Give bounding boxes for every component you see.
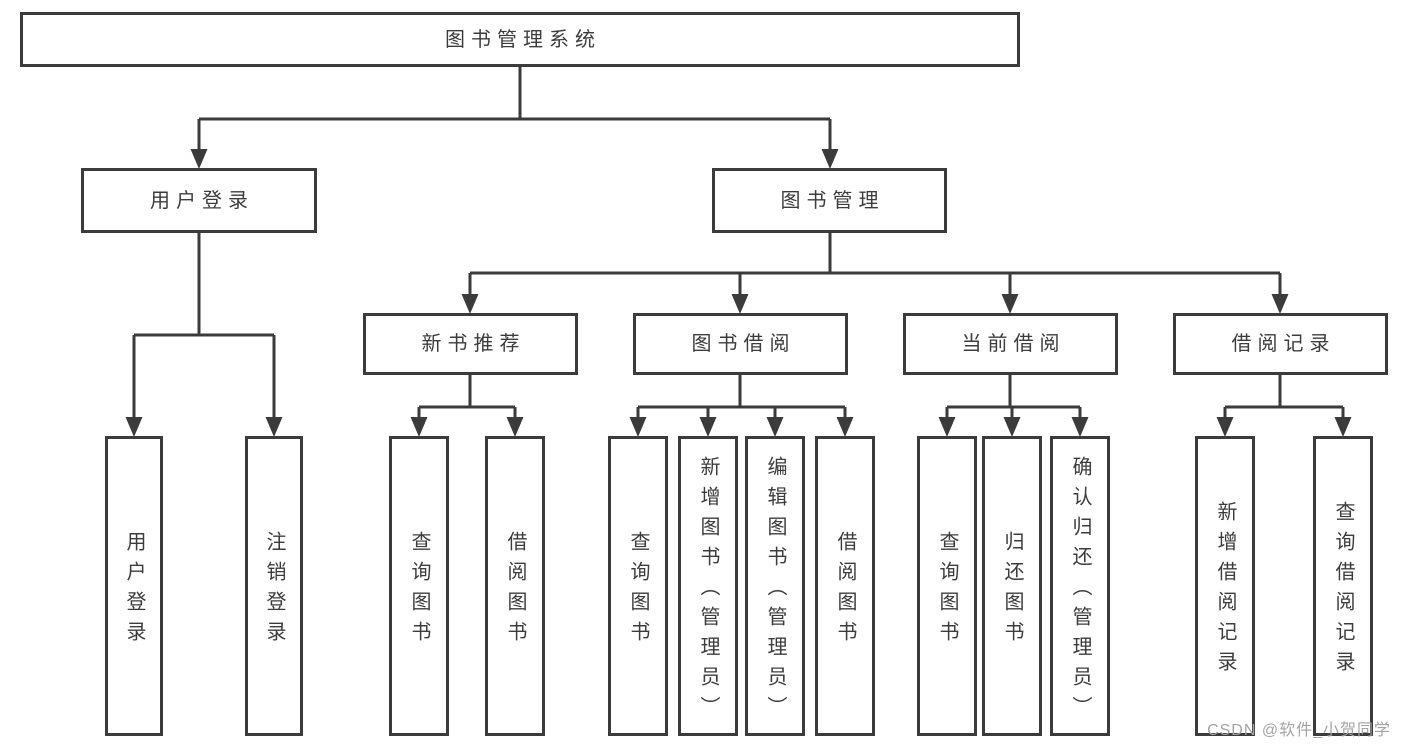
connector-new-book-recommendation-to-children: [410, 374, 524, 437]
arrowhead: [938, 417, 956, 437]
node-query-books-recommendation: 查询图书: [389, 436, 449, 736]
node-borrow-books: 借阅图书: [815, 436, 875, 736]
connector-current-borrowing-to-children: [938, 374, 1089, 437]
node-query-books-borrowing: 查询图书: [608, 436, 668, 736]
arrowhead: [125, 417, 143, 437]
connector-user-login-to-children: [125, 232, 283, 437]
arrowhead: [836, 417, 854, 437]
arrowhead: [410, 417, 428, 437]
arrowhead: [1003, 417, 1021, 437]
node-return-books: 归还图书: [982, 436, 1042, 736]
arrowhead: [265, 417, 283, 437]
arrowhead: [629, 417, 647, 437]
connector-borrowing-records-to-children: [1216, 374, 1352, 437]
node-add-borrow-record: 新增借阅记录: [1195, 436, 1255, 736]
arrowhead: [699, 417, 717, 437]
node-query-books-current: 查询图书: [917, 436, 977, 736]
node-borrowing-records: 借阅记录: [1173, 313, 1388, 375]
node-edit-books-admin: 编辑图书（管理员）: [745, 436, 805, 736]
arrowhead: [190, 149, 208, 169]
arrowhead: [1271, 294, 1289, 314]
node-book-management: 图书管理: [712, 168, 947, 233]
connector-book-management-to-level2: [461, 232, 1289, 314]
node-confirm-return-admin: 确认归还（管理员）: [1050, 436, 1110, 736]
node-user-login-branch: 用户登录: [81, 168, 317, 233]
node-logout: 注销登录: [245, 436, 303, 736]
arrowhead: [1216, 417, 1234, 437]
node-borrow-books-recommendation: 借阅图书: [485, 436, 545, 736]
node-book-borrowing: 图书借阅: [633, 313, 848, 375]
node-add-books-admin: 新增图书（管理员）: [678, 436, 738, 736]
node-query-borrow-record: 查询借阅记录: [1313, 436, 1373, 736]
arrowhead: [461, 294, 479, 314]
connector-book-borrowing-to-children: [629, 374, 854, 437]
arrowhead: [506, 417, 524, 437]
arrowhead: [1071, 417, 1089, 437]
arrowhead: [766, 417, 784, 437]
arrowhead: [1334, 417, 1352, 437]
node-new-book-recommendation: 新书推荐: [363, 313, 578, 375]
arrowhead: [1001, 294, 1019, 314]
arrowhead: [731, 294, 749, 314]
arrowhead: [821, 149, 839, 169]
connector-root-to-level1: [190, 66, 839, 169]
watermark: CSDN @软件_小贺同学: [1207, 722, 1391, 739]
node-user-login: 用户登录: [105, 436, 163, 736]
node-current-borrowing: 当前借阅: [903, 313, 1118, 375]
node-library-management-system: 图书管理系统: [20, 12, 1020, 67]
